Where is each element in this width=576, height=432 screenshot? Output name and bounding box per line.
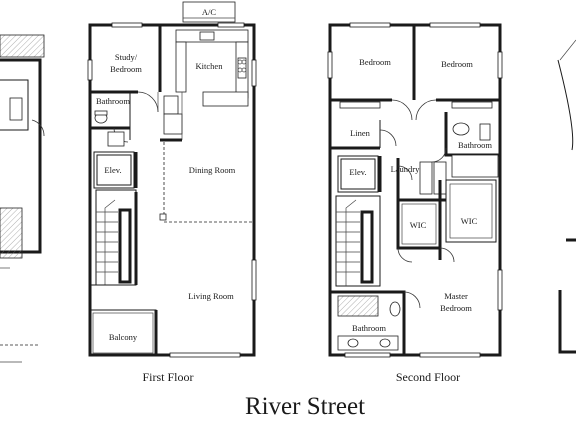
room-label-wic-right: WIC (461, 216, 478, 226)
room-label-living: Living Room (188, 291, 234, 301)
first-floor-plan: A/C (87, 1, 257, 358)
room-label-bedroom-left: Bedroom (359, 57, 391, 67)
room-label-balcony: Balcony (109, 332, 138, 342)
room-label-first-elevator: Elev. (104, 165, 121, 175)
room-label-wic-left: WIC (410, 220, 427, 230)
right-partial-plan (557, 39, 576, 354)
ac-unit (182, 1, 236, 23)
room-label-master-line1: Master (444, 291, 468, 301)
second-floor-caption: Second Floor (396, 370, 460, 384)
room-label-laundry: Laundry (391, 164, 421, 174)
room-label-dining: Dining Room (189, 165, 236, 175)
room-label-study-line1: Study/ (115, 52, 138, 62)
room-label-second-elevator: Elev. (349, 167, 366, 177)
first-floor-caption: First Floor (142, 370, 193, 384)
room-label-second-bathroom-lower: Bathroom (352, 323, 386, 333)
room-label-master-line2: Bedroom (440, 303, 472, 313)
room-label-kitchen: Kitchen (196, 61, 224, 71)
room-label-bedroom-right: Bedroom (441, 59, 473, 69)
room-label-linen: Linen (350, 128, 371, 138)
room-label-first-bathroom: Bathroom (96, 96, 130, 106)
ac-label: A/C (202, 7, 217, 17)
second-floor-plan (327, 22, 503, 358)
room-label-study-line2: Bedroom (110, 64, 142, 74)
room-label-second-bathroom-upper: Bathroom (458, 140, 492, 150)
page-title: River Street (245, 393, 365, 420)
left-partial-plan (0, 34, 45, 363)
